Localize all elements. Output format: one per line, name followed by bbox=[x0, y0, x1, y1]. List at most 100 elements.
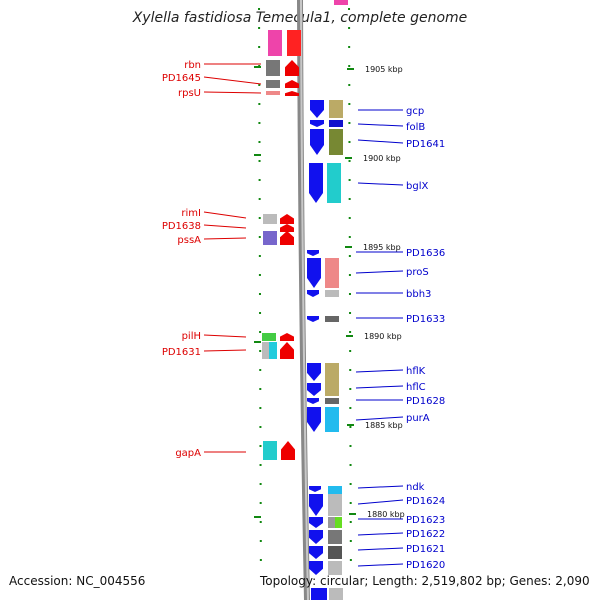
right-rail-tick bbox=[349, 312, 352, 314]
left-rail-tick bbox=[259, 559, 262, 561]
right-leader-line bbox=[357, 182, 404, 186]
right-gene-label-pd1641: PD1641 bbox=[406, 139, 445, 150]
left-rail-tick bbox=[258, 236, 261, 238]
gene-pd1620-block bbox=[328, 561, 342, 575]
left-gene-label-pilh: pilH bbox=[182, 331, 201, 342]
gene-gcp-arrow bbox=[310, 100, 324, 118]
gene-gapa-arrow bbox=[281, 441, 295, 460]
gene-bottom-arrow bbox=[311, 588, 327, 600]
right-leader-line bbox=[355, 385, 404, 389]
right-leader-line bbox=[357, 139, 404, 144]
scale-tick bbox=[345, 246, 352, 248]
gene-pd1641-arrow bbox=[310, 129, 324, 155]
right-gene-label-pd1623: PD1623 bbox=[406, 515, 445, 526]
left-rail-tick bbox=[258, 255, 261, 257]
gene-hflk-arrow bbox=[307, 363, 321, 381]
left-rail-major-tick bbox=[254, 516, 261, 518]
gene-pd1636-arrow bbox=[307, 250, 319, 256]
right-rail-tick bbox=[349, 540, 352, 542]
left-leader-line bbox=[203, 237, 247, 240]
right-gene-label-pd1624: PD1624 bbox=[406, 496, 445, 507]
scale-tick bbox=[345, 157, 352, 159]
right-leader-line bbox=[357, 547, 404, 551]
left-rail-tick bbox=[259, 369, 262, 371]
gene-pd1628-block bbox=[325, 398, 339, 404]
gene-pd1621-arrow bbox=[309, 546, 323, 559]
right-gene-label-gcp: gcp bbox=[406, 106, 424, 117]
right-rail-tick bbox=[349, 483, 352, 485]
gene-gapa-block bbox=[263, 441, 277, 460]
left-rail-major-tick bbox=[254, 341, 261, 343]
right-rail-tick bbox=[348, 65, 351, 67]
gene-pd1623-block-a bbox=[328, 517, 335, 528]
gene-pd1628-arrow bbox=[307, 398, 319, 404]
left-rail-tick bbox=[258, 46, 261, 48]
right-gene-label-pd1621: PD1621 bbox=[406, 544, 445, 555]
scale-label: 1890 kbp bbox=[364, 332, 402, 341]
right-leader-line bbox=[355, 270, 404, 274]
right-gene-label-pura: purA bbox=[406, 413, 430, 424]
gene-pura-block bbox=[325, 407, 339, 432]
scale-label: 1880 kbp bbox=[367, 510, 405, 519]
left-leader-line bbox=[203, 349, 247, 352]
right-rail-tick bbox=[349, 464, 352, 466]
right-rail-tick bbox=[349, 445, 352, 447]
gene-pros-block bbox=[325, 258, 339, 288]
right-rail-tick bbox=[349, 331, 352, 333]
right-rail-tick bbox=[348, 46, 351, 48]
left-gene-label-rpsu: rpsU bbox=[178, 88, 201, 99]
right-rail-tick bbox=[349, 426, 352, 428]
gene-rbn-block bbox=[266, 60, 280, 76]
left-rail-tick bbox=[258, 27, 261, 29]
right-rail-tick bbox=[348, 179, 351, 181]
right-rail-tick bbox=[349, 521, 352, 523]
right-leader-line bbox=[357, 123, 404, 127]
scale-tick bbox=[347, 424, 354, 426]
left-leader-line bbox=[203, 224, 247, 229]
scale-tick bbox=[349, 513, 356, 515]
gene-rbn-arrow bbox=[285, 60, 299, 76]
gene-block-red bbox=[287, 30, 301, 56]
right-gene-label-bglx: bglX bbox=[406, 181, 428, 192]
gene-bbh3-arrow bbox=[307, 290, 319, 297]
right-rail-tick bbox=[348, 198, 351, 200]
gene-pros-arrow bbox=[307, 258, 321, 288]
gene-pd1638-arrow bbox=[280, 224, 294, 232]
right-gene-label-pd1628: PD1628 bbox=[406, 396, 445, 407]
gene-hflc-arrow bbox=[307, 383, 321, 396]
scale-label: 1905 kbp bbox=[365, 65, 403, 74]
left-rail-tick bbox=[258, 179, 261, 181]
right-rail-tick bbox=[348, 122, 351, 124]
right-rail-tick bbox=[348, 236, 351, 238]
right-rail-tick bbox=[349, 559, 352, 561]
gene-pd1631-block-a bbox=[262, 342, 269, 359]
right-rail-tick bbox=[349, 502, 352, 504]
gene-folb-block bbox=[329, 120, 343, 127]
left-rail-tick bbox=[258, 198, 261, 200]
right-leader-line bbox=[357, 532, 404, 536]
gene-hflk-block bbox=[325, 363, 339, 396]
gene-pilh-block bbox=[262, 333, 276, 341]
gene-pd1622-block bbox=[328, 530, 342, 544]
gene-pilh-arrow bbox=[280, 333, 294, 341]
scale-label: 1900 kbp bbox=[363, 154, 401, 163]
right-rail-tick bbox=[348, 217, 351, 219]
left-rail-tick bbox=[258, 160, 261, 162]
gene-pssa-arrow bbox=[280, 231, 294, 245]
left-leader-line bbox=[203, 334, 247, 338]
left-gene-label-rbn: rbn bbox=[184, 60, 201, 71]
right-leader-line bbox=[355, 369, 404, 373]
gene-pd1624-arrow bbox=[309, 494, 323, 516]
left-rail-tick bbox=[258, 8, 261, 10]
right-rail-tick bbox=[348, 274, 351, 276]
right-leader-line bbox=[357, 485, 404, 489]
left-gene-label-pd1631: PD1631 bbox=[162, 347, 201, 358]
scale-tick bbox=[347, 68, 354, 70]
left-rail-tick bbox=[258, 141, 261, 143]
gene-pd1633-arrow bbox=[307, 316, 319, 322]
gene-rimi-arrow bbox=[280, 214, 294, 224]
right-rail-tick bbox=[349, 369, 352, 371]
gene-bbh3-block bbox=[325, 290, 339, 297]
left-rail-tick bbox=[259, 350, 262, 352]
